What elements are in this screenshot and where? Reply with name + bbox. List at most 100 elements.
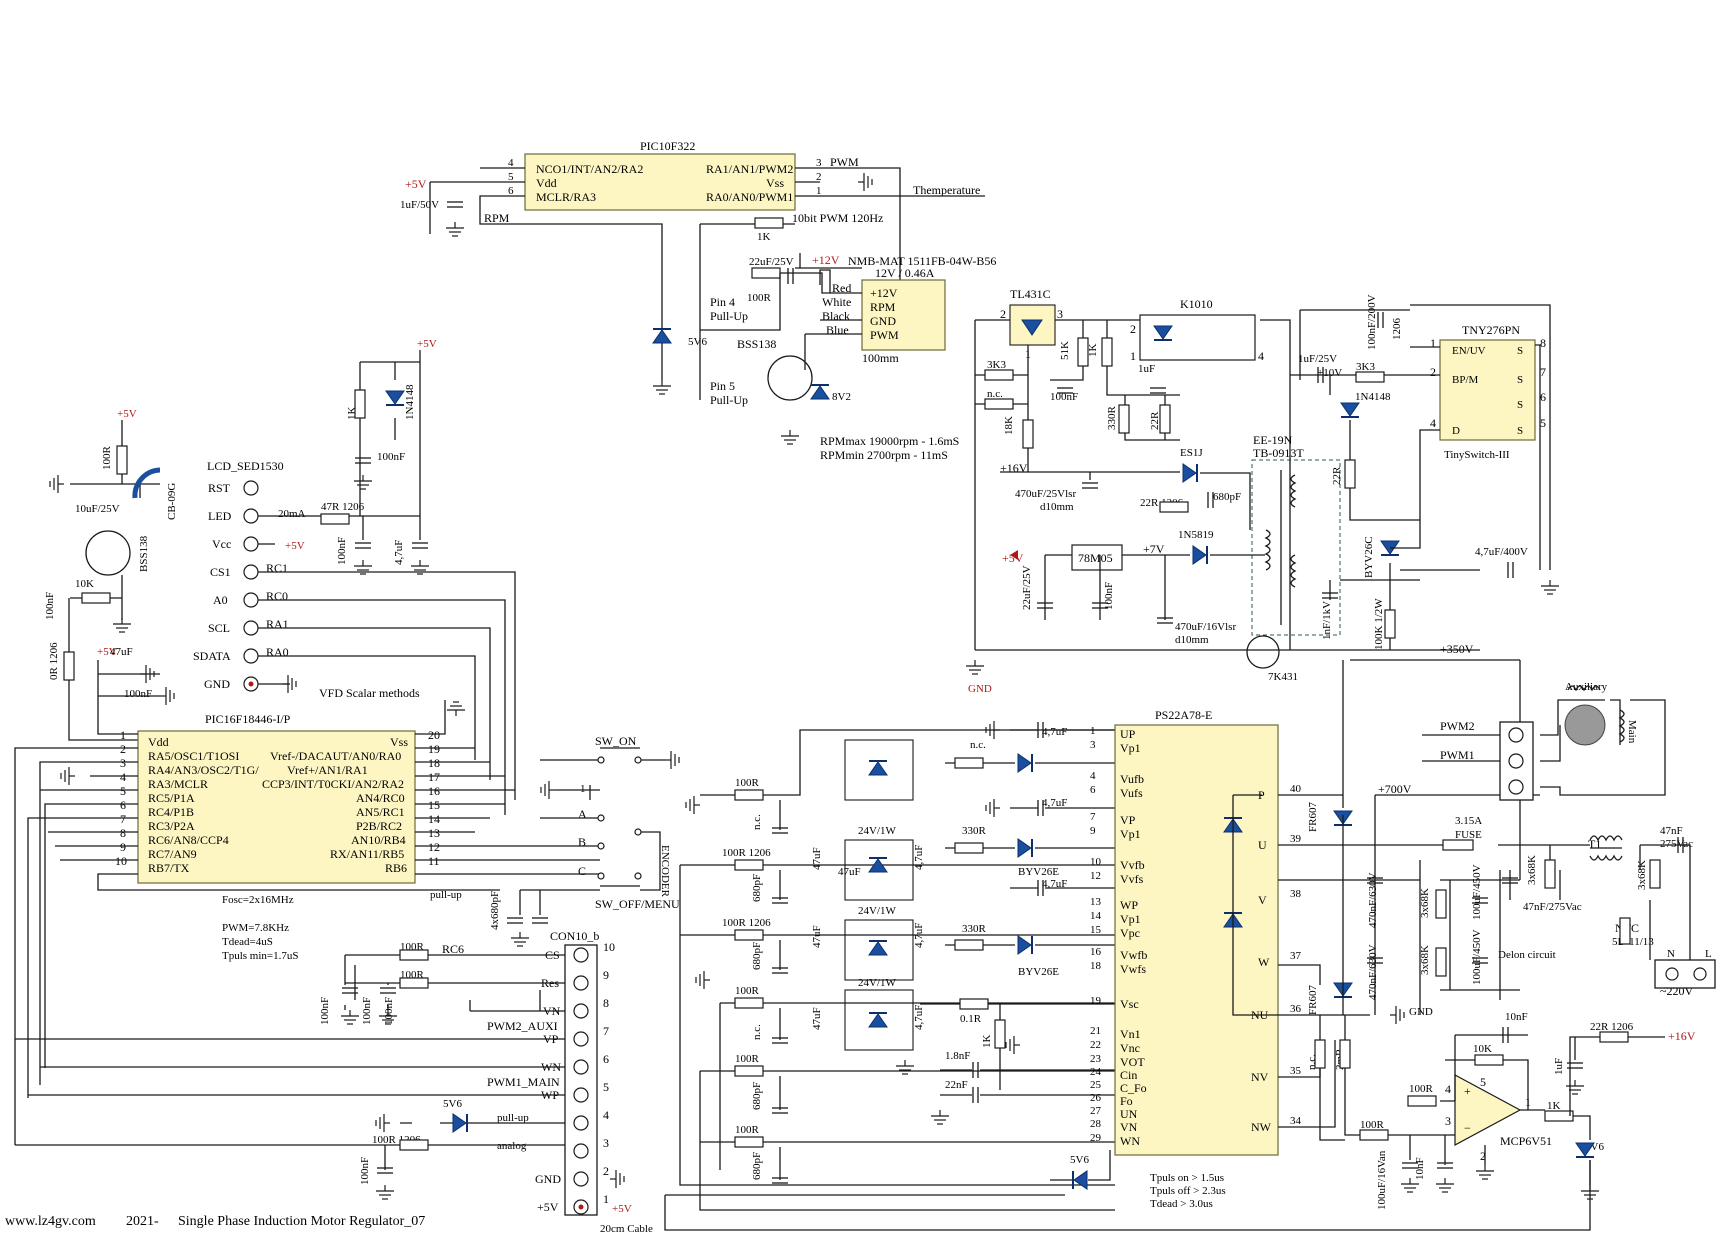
pic16-pin-label: AN4/RC0: [356, 791, 405, 805]
footer-site: www.lz4gv.com: [5, 1214, 96, 1229]
rpm-min-note: RPMmin 2700rpm - 11mS: [820, 448, 948, 462]
pin-num: 4: [1258, 349, 1264, 363]
lcd-net-label: RA1: [266, 617, 289, 631]
fan-wire-label: Red: [832, 281, 851, 295]
ps22-pin-num: 13: [1090, 896, 1102, 908]
cap-100nf-label: 100nF: [1050, 391, 1078, 403]
pin-num: 5: [1540, 416, 1546, 430]
lcd-net-label: RA0: [266, 645, 289, 659]
pin-num: 2: [120, 742, 126, 756]
res-51k-label: 51K: [1059, 341, 1071, 360]
reg-name: 78M05: [1078, 551, 1113, 565]
ps22-pin-label: Vvfs: [1120, 872, 1144, 886]
tdead-note: Tdead=4uS: [222, 936, 273, 948]
tny-sub: TinySwitch-III: [1444, 449, 1510, 461]
pin-num: 11: [428, 854, 440, 868]
pin-num: 7: [603, 1024, 609, 1038]
res-100k-label: 100K 1/2W: [1373, 598, 1385, 650]
fan-block: NMB-MAT 1511FB-04W-B56 12V / 0.46A +12V …: [652, 217, 996, 462]
fuse-rating: 3.15A: [1455, 815, 1482, 827]
diode-1n4148-label: 1N4148: [404, 384, 416, 420]
pin-num: 5: [120, 784, 126, 798]
pin-num: 2: [1480, 1149, 1486, 1163]
cap-4u7-label: 4,7uF: [913, 1005, 925, 1030]
encoder-label: ENCODER: [659, 845, 671, 898]
ps22-pin-num: 27: [1090, 1105, 1102, 1117]
gnd-label: GND: [968, 683, 992, 695]
res-330r-label: 330R: [962, 923, 987, 935]
res-47r-label: 47R 1206: [321, 501, 365, 513]
cap-1n8-label: 1.8nF: [945, 1050, 970, 1062]
plus5v-label: +5V: [405, 177, 427, 191]
res-3x68k-label: 3x68K: [1526, 855, 1538, 885]
ps22-pin-label: UN: [1120, 1107, 1138, 1121]
gate-drive-block: 100R 100R 1206 100R 1206 100R 100R 100R …: [679, 720, 1115, 1211]
pic16-name: PIC16F18446-I/P: [205, 712, 291, 726]
zener-5v6-label: 5V6: [1070, 1154, 1089, 1166]
cap-100uf-label: 100uF/450V: [1471, 929, 1483, 985]
pin-num: 9: [120, 840, 126, 854]
pin-num: 8: [603, 996, 609, 1010]
xfmr-sub: TB-0913T: [1253, 446, 1304, 460]
res-100r-label: 100R: [735, 777, 760, 789]
pin-num: 6: [603, 1052, 609, 1066]
pic10-pin-num: 5: [508, 171, 514, 183]
cap-470nf-label: 470nF/630V: [1367, 872, 1379, 928]
diode-fr607-label: FR607: [1307, 985, 1319, 1015]
pic10-pin-num: 6: [508, 185, 514, 197]
sw-off-label: SW_OFF/MENU: [595, 897, 680, 911]
pic16-pin-label: Vss: [390, 735, 408, 749]
cap-4u7-label: 4,7uF: [913, 923, 925, 948]
ps22-pin-num: 34: [1290, 1115, 1302, 1127]
cap-100nf200-label: 100nF/200V: [1366, 294, 1378, 350]
lcd-pin-label: SCL: [208, 621, 230, 635]
ps22-pin-label: Vp1: [1120, 741, 1141, 755]
cap-680pf-label: 680pF: [751, 942, 763, 970]
cap-100nf-label: 100nF: [383, 997, 395, 1025]
res-1k-label: 1K: [1087, 344, 1099, 358]
cap-47nf-label: 47nF: [1660, 825, 1683, 837]
ps22-pin-num: 37: [1290, 950, 1302, 962]
plus16v-label: +16V: [1668, 1029, 1696, 1043]
reg-78m05: [1071, 544, 1123, 571]
pic16-block: PIC16F18446-I/P Vdd RA5/OSC1/T1OSI RA4/A…: [14, 646, 540, 1145]
pin-num: 3: [603, 1136, 609, 1150]
tny-name: TNY276PN: [1462, 323, 1520, 337]
pic10-pin-label: MCLR/RA3: [536, 190, 596, 204]
current-20ma-label: 20mA: [278, 508, 306, 520]
con10-name: CON10_b: [550, 929, 599, 943]
ps22-pin-label: Fo: [1120, 1094, 1133, 1108]
ps22-pin-label: UP: [1120, 727, 1136, 741]
pin-num: 10: [603, 940, 615, 954]
pin-num: 6: [120, 798, 126, 812]
mains-l-label: L: [1705, 948, 1712, 960]
ps22-pin-num: 21: [1090, 1025, 1101, 1037]
ps22-pin-label: Vp1: [1120, 827, 1141, 841]
cap-4u7-label: 4,7uF: [393, 540, 405, 565]
con10-pins: [573, 947, 589, 1215]
pin-num: 2: [1000, 307, 1006, 321]
res-330r-label: 330R: [962, 825, 987, 837]
cap-47uf-label: 47uF: [811, 925, 823, 948]
pin-num: 15: [428, 798, 440, 812]
pic10f322-ic: [524, 153, 796, 211]
cap-47uf-label: 47uF: [811, 1007, 823, 1030]
tpuls-note: Tpuls min=1.7uS: [222, 950, 299, 962]
pin-num: 2: [1430, 365, 1436, 379]
cap-100nf-label: 100nF: [336, 537, 348, 565]
tny-pin-label: S: [1517, 345, 1523, 357]
pin-num: 16: [428, 784, 440, 798]
cap-100nf-label: 100nF: [359, 1157, 371, 1185]
pin4-label: Pin 4: [710, 295, 735, 309]
enc-pin-1: 1: [580, 783, 586, 795]
tny-pin-label: EN/UV: [1452, 345, 1486, 357]
pic10-pin-num: 4: [508, 157, 514, 169]
ps22-pin-label: Vp1: [1120, 912, 1141, 926]
cap-1uf25-label: 1uF/25V: [1298, 353, 1337, 365]
cap-680pf-label: 680pF: [1213, 491, 1241, 503]
pic10-pin-label: Vdd: [536, 176, 557, 190]
pullup-label: pull-up: [430, 889, 462, 901]
fan-wire-label: Blue: [826, 323, 849, 337]
pic16-pin-label: RC4/P1B: [148, 805, 194, 819]
buzzer-block: 10uF/25V 100R CB-09G BSS138 10K 100nF 0R…: [44, 408, 178, 741]
